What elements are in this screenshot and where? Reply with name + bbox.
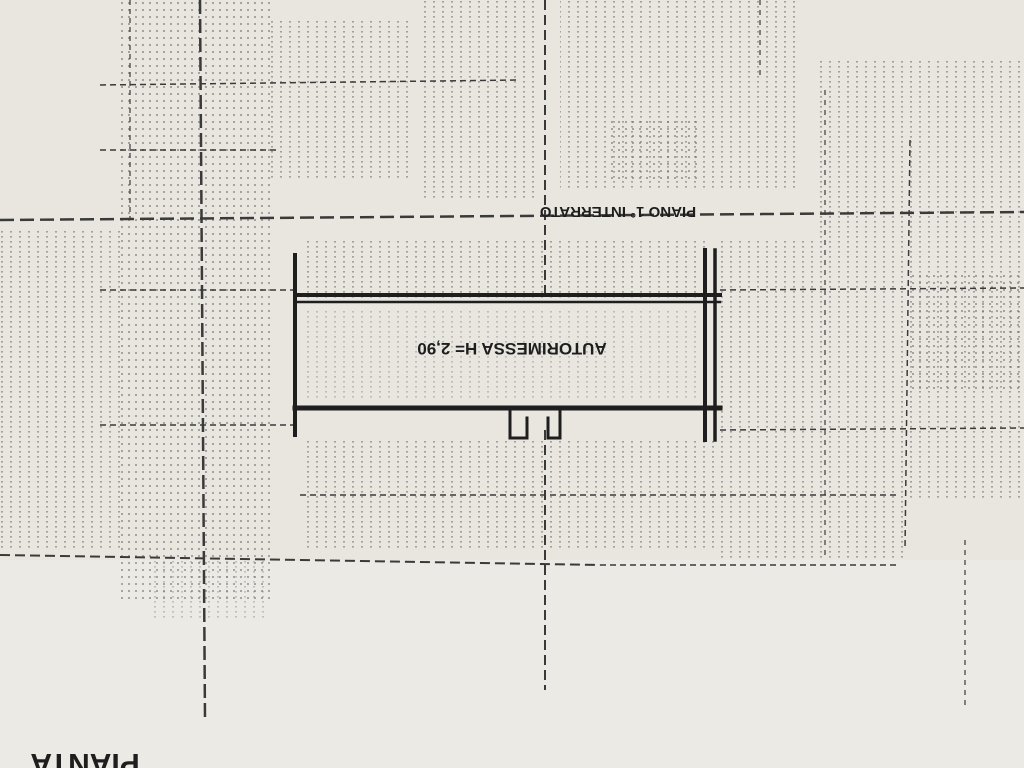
background-texture bbox=[0, 0, 1024, 620]
garage-walls bbox=[292, 248, 723, 442]
corner-text-fragment: PIANTA bbox=[30, 747, 139, 768]
grid-lines bbox=[0, 0, 1024, 721]
room-label: AUTORIMESSA H= 2,90 bbox=[417, 339, 606, 358]
floor-label: PIANO 1° INTERRATO bbox=[540, 203, 697, 220]
